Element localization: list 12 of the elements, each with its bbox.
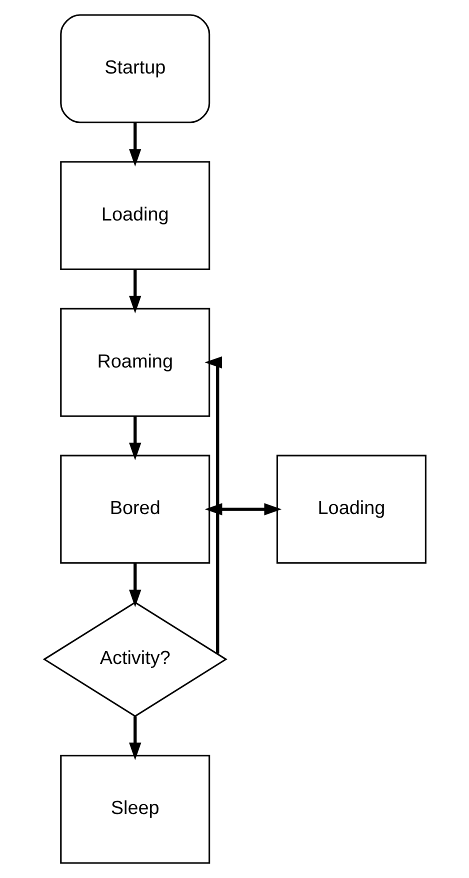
node-box: Sleep [60, 754, 210, 864]
arrow [128, 716, 141, 760]
arrow [128, 563, 141, 608]
arrow [128, 122, 141, 166]
arrow [128, 416, 141, 460]
node-box: Bored [60, 454, 210, 564]
arrow [128, 269, 141, 314]
node-box: Loading [60, 161, 210, 270]
node-box: Startup [60, 14, 210, 124]
node-box: Loading [276, 454, 426, 564]
node-diamond: Activity? [42, 602, 227, 718]
node-box: Roaming [60, 308, 210, 417]
